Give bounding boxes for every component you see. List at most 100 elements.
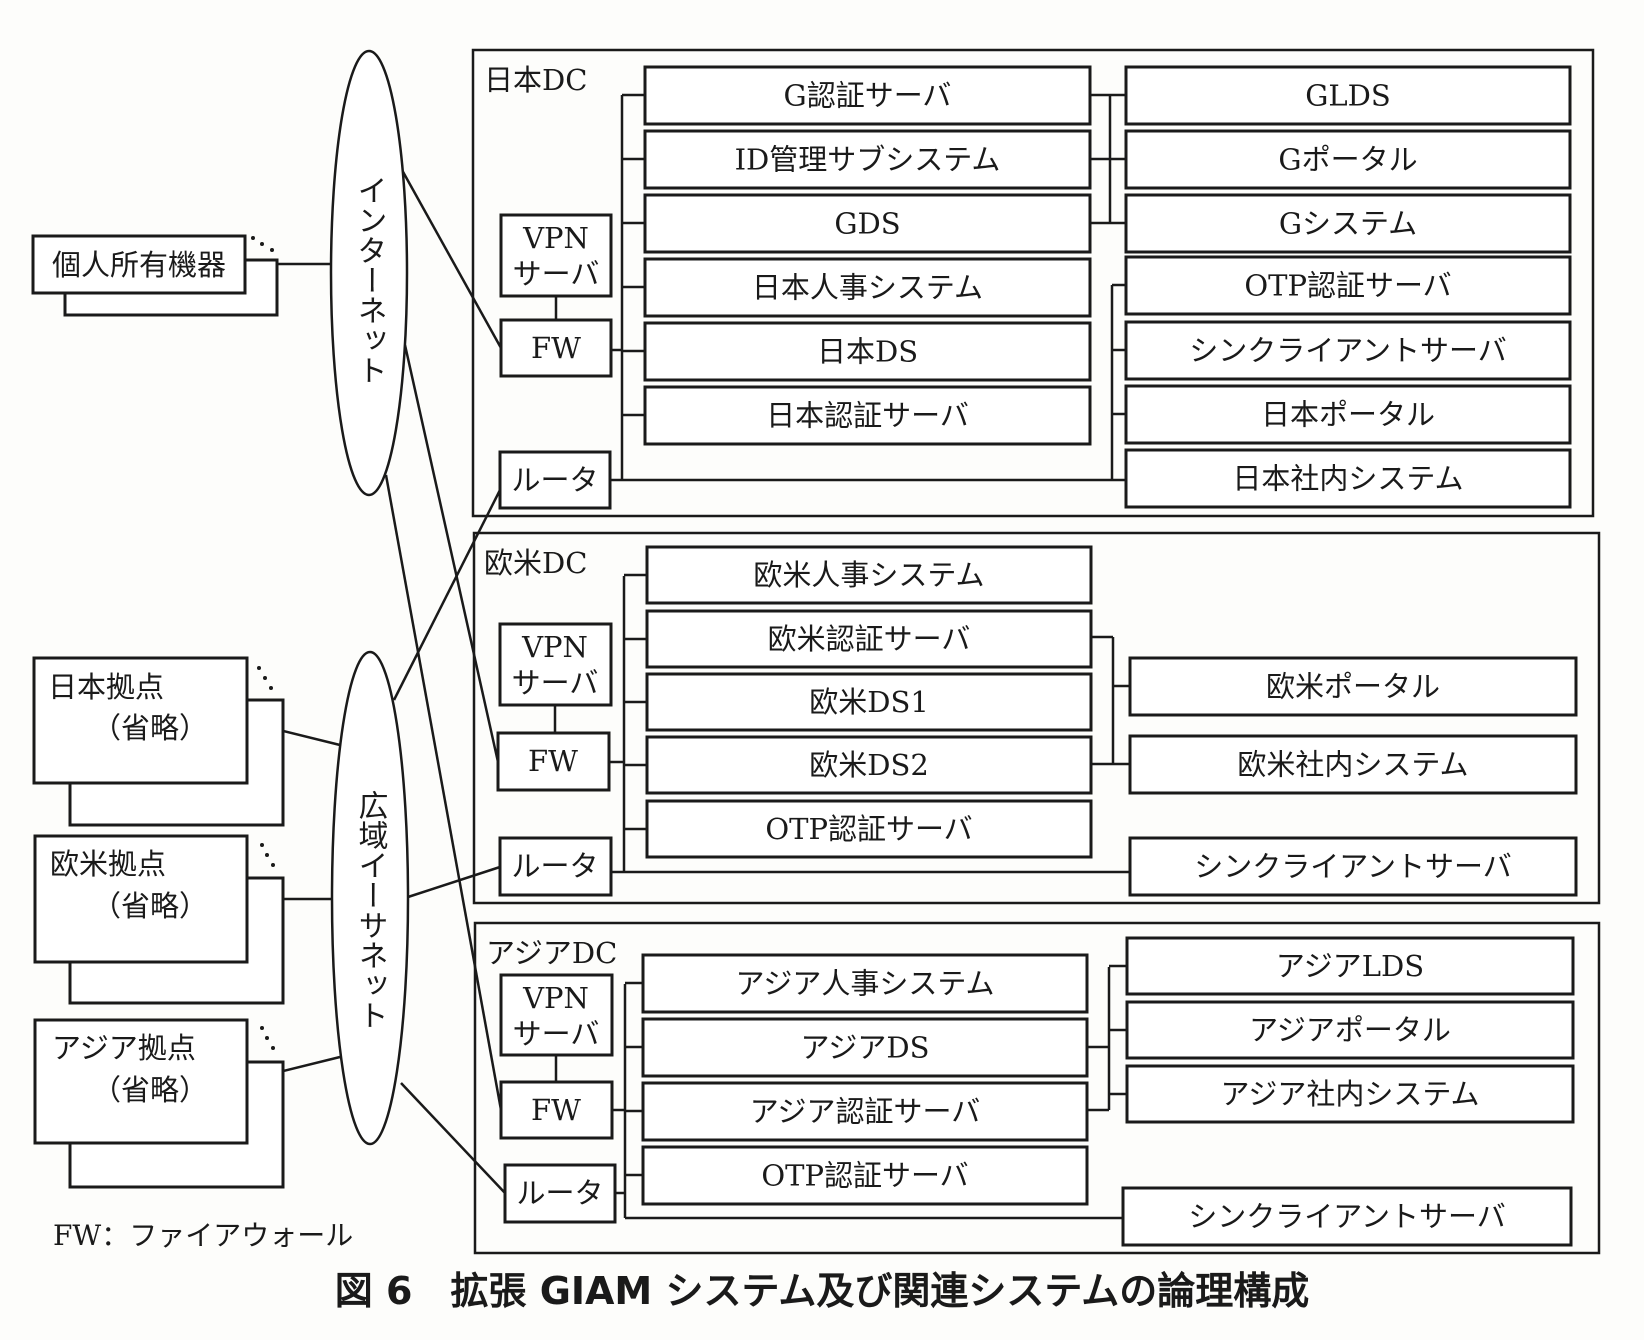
system-box[interactable]: [1124, 448, 1572, 509]
useu-fw-label: FW: [528, 744, 578, 778]
system-box[interactable]: [1124, 193, 1572, 254]
system-box-label: アジアLDS: [1276, 949, 1424, 983]
system-box[interactable]: [643, 65, 1092, 126]
system-box-label: 日本DS: [817, 335, 918, 369]
japan-fw[interactable]: [499, 318, 613, 378]
useu-router-label: ルータ: [511, 849, 598, 883]
japan-dc-frame: [471, 48, 1595, 518]
system-box-label: Gシステム: [1279, 207, 1417, 241]
link-wan-asia-router: [400, 1082, 506, 1194]
asia-router[interactable]: [503, 1163, 617, 1224]
asia-fw-label: FW: [531, 1093, 581, 1127]
system-box[interactable]: [641, 953, 1089, 1014]
system-box-label: ID管理サブシステム: [735, 143, 1001, 177]
useu-dc-frame: [472, 531, 1601, 905]
system-box[interactable]: [645, 609, 1093, 669]
system-box[interactable]: [645, 545, 1093, 605]
system-box[interactable]: [643, 385, 1092, 446]
system-box-label: 欧米人事システム: [753, 558, 984, 592]
system-box[interactable]: [641, 1145, 1089, 1206]
useu-vpn-server[interactable]: [498, 622, 613, 707]
system-box[interactable]: [641, 1017, 1089, 1078]
useu-router[interactable]: [498, 836, 613, 897]
system-box-label: シンクライアントサーバ: [1189, 334, 1507, 368]
asia-fw[interactable]: [499, 1080, 614, 1140]
asia-site: アジア拠点 （省略）: [33, 1018, 285, 1189]
wan-network: 広域イーサネット: [330, 650, 410, 1146]
japan-site-label: 日本拠点: [48, 670, 164, 704]
system-box[interactable]: [643, 257, 1092, 318]
system-box[interactable]: [1124, 129, 1572, 190]
wan-ellipse[interactable]: [330, 650, 410, 1146]
link-internet-useu-fw: [403, 344, 500, 763]
personal-device-label: 個人所有機器: [52, 248, 226, 282]
link-wan-useu-router: [407, 865, 501, 899]
japan-vpn-label-1: VPN: [522, 221, 589, 255]
system-box[interactable]: [1128, 734, 1578, 795]
system-box-label: Gポータル: [1278, 143, 1417, 177]
wan-label: 広域イーサネット: [353, 790, 388, 1030]
useu-site: 欧米拠点 （省略）: [33, 834, 285, 1005]
system-box[interactable]: [643, 129, 1092, 190]
useu-dc-title: 欧米DC: [484, 546, 587, 580]
japan-router-label: ルータ: [511, 463, 598, 497]
system-box[interactable]: [645, 799, 1093, 859]
system-box[interactable]: [645, 672, 1093, 732]
system-box-label: アジアポータル: [1249, 1013, 1451, 1047]
system-box-label: 日本認証サーバ: [766, 399, 969, 433]
internet-ellipse[interactable]: [329, 49, 409, 497]
useu-middle-stubs: [624, 573, 647, 831]
useu-site-label: 欧米拠点: [50, 847, 166, 881]
internet-network: インターネット: [329, 49, 409, 497]
asia-dc-title: アジアDC: [486, 936, 617, 970]
system-box[interactable]: [1124, 384, 1572, 445]
system-box-label: 欧米社内システム: [1237, 748, 1468, 782]
useu-site-box[interactable]: [33, 834, 249, 964]
system-box-label: OTP認証サーバ: [761, 1159, 968, 1193]
asia-dc-frame: [473, 921, 1601, 1255]
asia-vpn-server[interactable]: [499, 973, 614, 1057]
system-box-label: 欧米DS1: [809, 685, 929, 719]
system-box[interactable]: [1124, 320, 1572, 381]
useu-dc: 欧米DC VPN サーバ FW ルータ 欧米人事システム欧米認証サーバ欧米DS1…: [472, 531, 1601, 905]
system-box-label: アジアDS: [801, 1031, 930, 1065]
system-box[interactable]: [1125, 1064, 1575, 1124]
japan-right-stubs: [1090, 93, 1126, 416]
system-box[interactable]: [645, 735, 1093, 795]
useu-vpn-label-2: サーバ: [512, 666, 599, 700]
system-box[interactable]: [1124, 255, 1572, 316]
useu-fw[interactable]: [496, 731, 611, 792]
system-box[interactable]: [641, 1081, 1089, 1142]
japan-vpn-server[interactable]: [499, 213, 613, 298]
asia-site-box[interactable]: [33, 1018, 249, 1145]
system-box[interactable]: [1128, 836, 1578, 897]
system-box[interactable]: [1125, 1000, 1575, 1060]
asia-site-omitted: （省略）: [92, 1073, 208, 1107]
more-sites-ellipsis-icon: [260, 843, 275, 867]
system-box[interactable]: [643, 193, 1092, 254]
asia-site-label: アジア拠点: [52, 1031, 196, 1065]
asia-vpn-label-2: サーバ: [513, 1017, 600, 1051]
system-box[interactable]: [1125, 936, 1575, 996]
asia-middle-stubs: [625, 981, 643, 1177]
japan-router[interactable]: [498, 450, 612, 510]
system-box[interactable]: [1128, 656, 1578, 717]
japan-site-box[interactable]: [32, 656, 249, 785]
personal-devices: 個人所有機器: [31, 234, 279, 317]
system-box[interactable]: [1124, 65, 1572, 126]
system-box-label: GLDS: [1305, 79, 1391, 113]
asia-vpn-label-1: VPN: [522, 981, 589, 1015]
system-box-label: 欧米DS2: [809, 748, 929, 782]
personal-device-box[interactable]: [31, 234, 247, 295]
japan-dc-title: 日本DC: [484, 63, 587, 97]
system-box-label: 日本人事システム: [752, 271, 983, 305]
system-box[interactable]: [643, 321, 1092, 382]
system-box-label: アジア認証サーバ: [750, 1095, 981, 1129]
system-box-label: OTP認証サーバ: [765, 812, 972, 846]
system-box-label: アジア人事システム: [736, 967, 995, 1001]
system-box[interactable]: [1121, 1186, 1573, 1247]
